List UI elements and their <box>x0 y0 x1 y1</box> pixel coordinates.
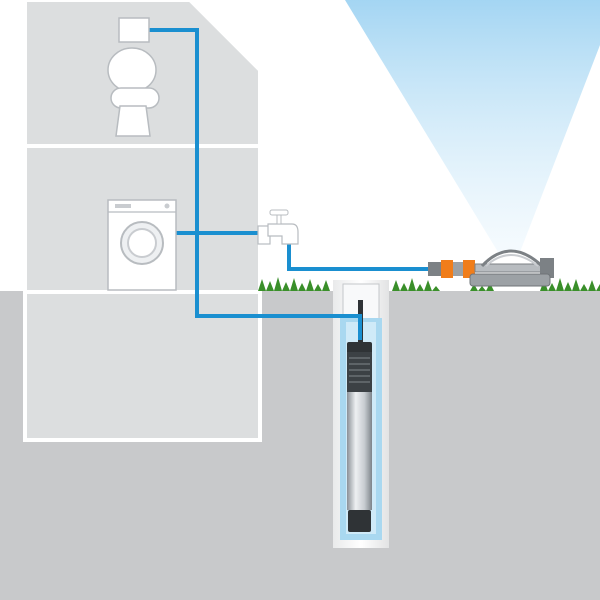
outdoor-tap-icon <box>257 209 299 245</box>
washing-machine-icon <box>107 199 177 291</box>
grass <box>258 277 600 291</box>
pipe-to-garden <box>287 243 430 271</box>
oscillating-sprinkler-icon <box>469 249 554 287</box>
water-pipes <box>140 28 430 340</box>
hose-connector <box>428 260 475 278</box>
toilet-icon <box>107 17 160 137</box>
pipe-to-toilet <box>140 28 362 340</box>
sprinkler-spray <box>345 0 600 252</box>
submersible-pump-icon <box>347 300 372 532</box>
